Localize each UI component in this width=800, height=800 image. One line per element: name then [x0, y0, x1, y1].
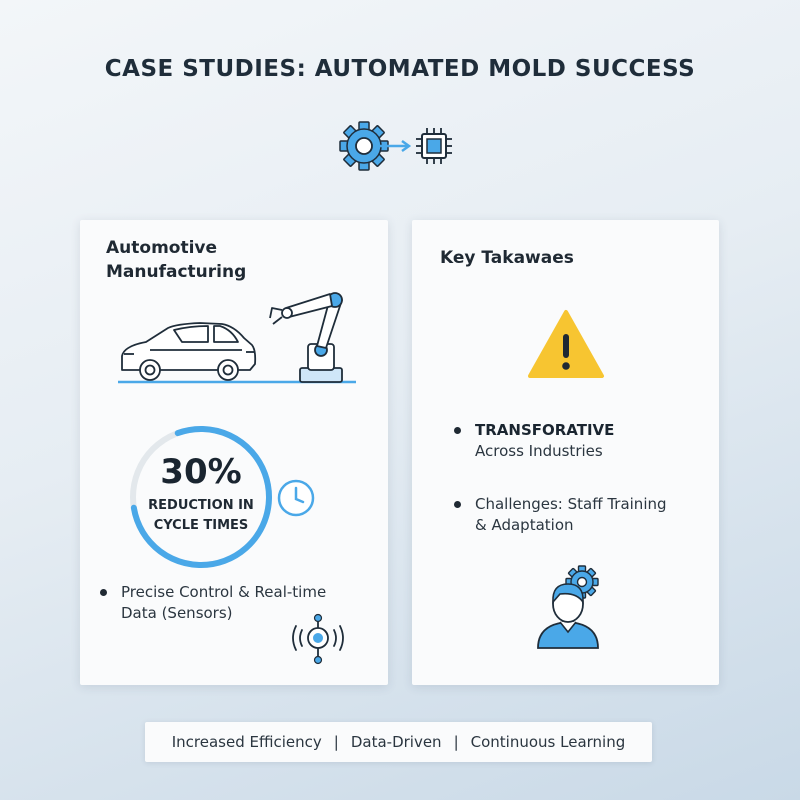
- takeaway-bullet-2: Challenges: Staff Training & Adaptation: [454, 494, 667, 536]
- summary-item-efficiency: Increased Efficiency: [171, 733, 322, 751]
- stat-label: REDUCTION IN CYCLE TIMES: [126, 496, 276, 536]
- stat-value: 30%: [160, 452, 242, 492]
- summary-item-learning: Continuous Learning: [470, 733, 626, 751]
- chip-icon: [416, 128, 452, 164]
- car-robot-illustration: [118, 292, 356, 384]
- sensor-icon: [292, 613, 344, 665]
- sensor-bullet-line2: Data (Sensors): [121, 604, 233, 622]
- sensor-bullet: Precise Control & Real-time Data (Sensor…: [100, 582, 326, 624]
- summary-separator: |: [333, 733, 339, 751]
- stat-label-line2: CYCLE TIMES: [153, 518, 249, 533]
- hero-illustration: [339, 121, 452, 171]
- automotive-case-card: Automotive Manufacturing 30%: [80, 220, 388, 685]
- warning-icon: [528, 310, 604, 378]
- takeaway-2-line2: & Adaptation: [475, 516, 574, 534]
- robot-arm-icon: [269, 292, 343, 383]
- takeaway-1-heading: TRANSFORATIVE: [475, 421, 615, 439]
- takeaways-card: Key Takawaes TRANSFORATIVE Across Indust…: [412, 220, 719, 685]
- takeaway-2-line1: Challenges: Staff Training: [475, 495, 667, 513]
- summary-separator: |: [453, 733, 459, 751]
- summary-item-data-driven: Data-Driven: [350, 733, 442, 751]
- automotive-card-title: Automotive Manufacturing: [106, 238, 247, 282]
- page-title: CASE STUDIES: AUTOMATED MOLD SUCCESS: [104, 56, 696, 82]
- cycle-time-stat: 30% REDUCTION IN CYCLE TIMES: [126, 422, 276, 572]
- car-icon: [121, 322, 257, 381]
- stat-progress-ring: [130, 426, 272, 568]
- sensor-bullet-line1: Precise Control & Real-time: [121, 583, 327, 601]
- takeaway-bullet-1: TRANSFORATIVE Across Industries: [454, 420, 614, 462]
- stat-label-line1: REDUCTION IN: [148, 498, 254, 513]
- arrow-right-icon: [378, 139, 412, 153]
- takeaway-1-detail: Across Industries: [475, 442, 603, 460]
- person-gear-icon: [537, 565, 599, 649]
- summary-bar: Increased Efficiency | Data-Driven | Con…: [145, 722, 652, 762]
- clock-icon: [277, 479, 315, 517]
- bullet-dot: [454, 501, 461, 508]
- bullet-dot: [100, 589, 107, 596]
- bullet-dot: [454, 427, 461, 434]
- takeaways-card-title: Key Takawaes: [440, 248, 574, 268]
